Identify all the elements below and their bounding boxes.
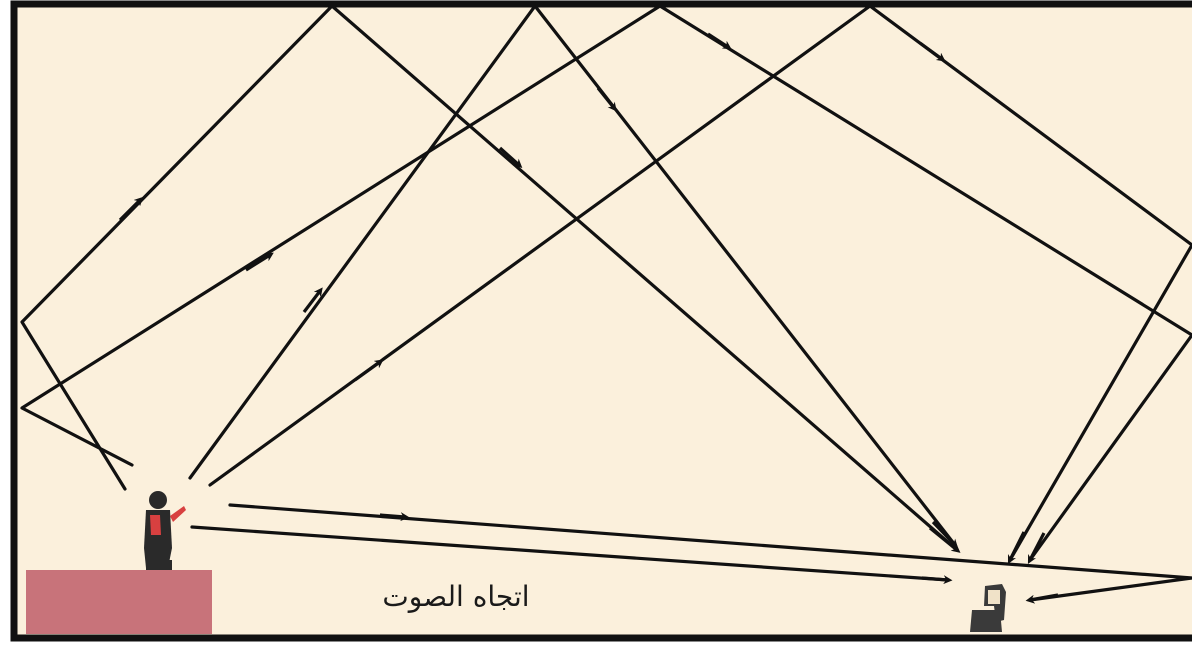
arrow — [380, 515, 405, 517]
stage — [26, 570, 212, 634]
sound-direction-label: اتجاه الصوت — [382, 580, 529, 613]
arrow — [922, 578, 948, 580]
room-background — [14, 6, 1192, 638]
